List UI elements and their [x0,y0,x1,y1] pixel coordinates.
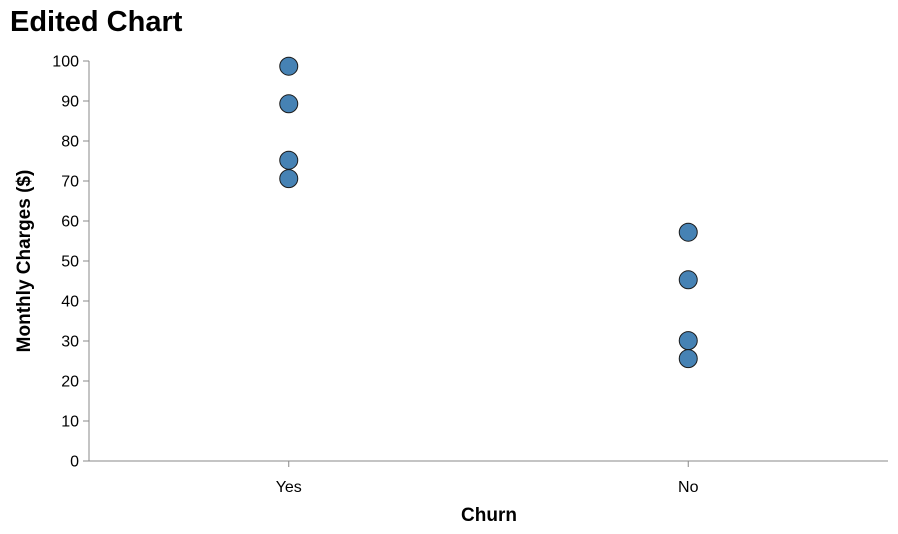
y-tick-label: 100 [52,54,79,71]
y-tick-label: 50 [61,254,79,271]
x-axis-title: Churn [461,505,517,526]
x-tick-label: Yes [276,479,302,496]
data-point[interactable] [279,150,299,170]
y-tick-label: 90 [61,94,79,111]
y-tick-label: 60 [61,214,79,231]
y-tick-label: 20 [61,374,79,391]
y-tick-label: 80 [61,134,79,151]
data-point[interactable] [678,331,698,351]
data-point[interactable] [678,222,698,242]
data-point[interactable] [279,94,299,114]
y-tick-label: 10 [61,414,79,431]
y-tick-label: 40 [61,294,79,311]
y-tick-label: 0 [70,454,79,471]
data-point[interactable] [279,169,299,189]
data-point[interactable] [678,349,698,369]
x-tick-label: No [678,479,699,496]
data-point[interactable] [279,56,299,76]
y-tick-label: 70 [61,174,79,191]
y-axis-title: Monthly Charges ($) [14,170,35,353]
x-axis: Yes No [89,460,888,496]
data-points [279,56,698,369]
data-point[interactable] [678,270,698,290]
y-axis: 0 10 20 30 40 50 60 70 80 90 100 [52,54,90,471]
chart-title: Edited Chart [10,6,183,38]
y-tick-label: 30 [61,334,79,351]
